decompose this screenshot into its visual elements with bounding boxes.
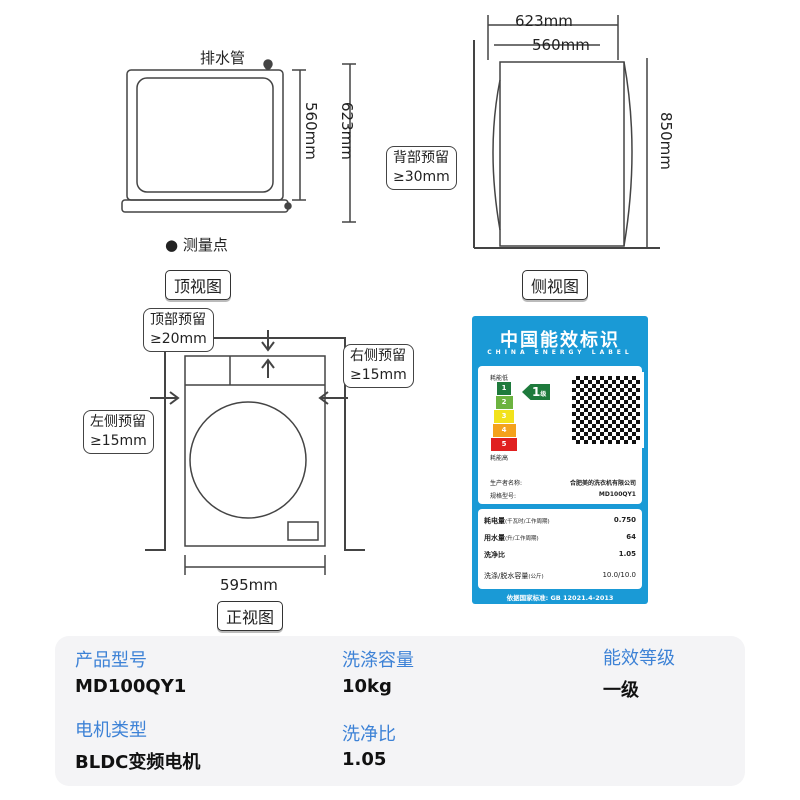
side-height: 850mm xyxy=(657,112,675,170)
grade-bar-3: 3 xyxy=(494,410,514,423)
grade-unit: 级 xyxy=(540,391,547,398)
water-row: 用水量(升/工作周期)64 xyxy=(484,533,636,542)
top-clearance-title: 顶部预留 xyxy=(150,312,206,328)
front-view-door xyxy=(189,401,307,519)
grade-bar-1: 1 xyxy=(497,382,511,395)
left-clearance-title: 左侧预留 xyxy=(90,414,146,430)
top-view-body xyxy=(126,69,284,201)
back-clearance-value: ≥30mm xyxy=(393,169,450,185)
top-view-lid xyxy=(136,77,274,193)
side-view-body xyxy=(499,61,625,247)
front-width: 595mm xyxy=(220,576,278,594)
spec-label-washing-ratio: 洗净比 xyxy=(342,724,396,745)
top-clearance-callout: 顶部预留 ≥20mm xyxy=(143,308,214,352)
grade-bar-5: 5 xyxy=(491,438,517,451)
spec-value-model: MD100QY1 xyxy=(75,676,187,697)
energy-label-subtitle: CHINA ENERGY LABEL xyxy=(487,349,633,356)
spec-label-efficiency: 能效等级 xyxy=(603,648,675,669)
drain-pipe-label: 排水管 xyxy=(200,49,246,67)
top-view-front xyxy=(121,199,289,213)
front-view-body xyxy=(184,355,326,547)
spec-label-capacity: 洗涤容量 xyxy=(342,650,414,671)
spec-value-washing-ratio: 1.05 xyxy=(342,749,387,770)
top-view-title: 顶视图 xyxy=(165,270,232,300)
low-consumption: 耗能低 xyxy=(490,375,509,382)
front-view-title: 正视图 xyxy=(217,601,284,631)
side-outer-depth: 623mm xyxy=(515,12,573,30)
current-grade: 1 xyxy=(532,385,541,399)
spec-value-capacity: 10kg xyxy=(342,676,392,697)
top-depth-inner: 560mm xyxy=(302,102,320,160)
spec-label-model: 产品型号 xyxy=(75,650,147,671)
current-grade-arrow: 1级 xyxy=(522,384,551,400)
capacity-row: 洗涤/脱水容量(公斤)10.0/10.0 xyxy=(484,571,636,580)
high-consumption: 耗能高 xyxy=(490,455,509,462)
measure-point-label: ● 测量点 xyxy=(165,236,228,254)
energy-row: 耗电量(千瓦时/工作周期)0.750 xyxy=(484,516,636,525)
model: MD100QY1 xyxy=(598,491,636,498)
right-clearance-title: 右侧预留 xyxy=(350,348,406,364)
side-view-title: 侧视图 xyxy=(522,270,589,300)
grade-bar-4: 4 xyxy=(492,424,516,437)
manufacturer-label: 生产者名称: xyxy=(490,480,523,487)
spec-value-efficiency: 一级 xyxy=(603,680,639,701)
left-clearance-value: ≥15mm xyxy=(90,433,147,449)
measure-point-text: 测量点 xyxy=(182,236,228,254)
back-clearance-callout: 背部预留 ≥30mm xyxy=(386,146,457,190)
qr-code xyxy=(568,372,644,448)
manufacturer: 合肥美的洗衣机有限公司 xyxy=(569,480,636,487)
spec-label-motor: 电机类型 xyxy=(75,720,147,741)
side-inner-depth: 560mm xyxy=(532,36,590,54)
spec-value-motor: BLDC变频电机 xyxy=(75,752,201,773)
back-clearance-title: 背部预留 xyxy=(393,150,449,166)
spec-panel: 产品型号 MD100QY1 洗涤容量 10kg 能效等级 一级 电机类型 BLD… xyxy=(55,636,745,786)
top-depth-outer: 623mm xyxy=(338,102,356,160)
energy-standard: 依据国家标准: GB 12021.4-2013 xyxy=(506,594,614,602)
right-clearance-value: ≥15mm xyxy=(350,367,407,383)
model-label: 规格型号: xyxy=(490,493,517,500)
top-clearance-value: ≥20mm xyxy=(150,331,207,347)
grade-bar-2: 2 xyxy=(495,396,513,409)
left-clearance-callout: 左侧预留 ≥15mm xyxy=(83,410,154,454)
energy-label-title: 中国能效标识 xyxy=(500,330,620,351)
right-clearance-callout: 右侧预留 ≥15mm xyxy=(343,344,414,388)
